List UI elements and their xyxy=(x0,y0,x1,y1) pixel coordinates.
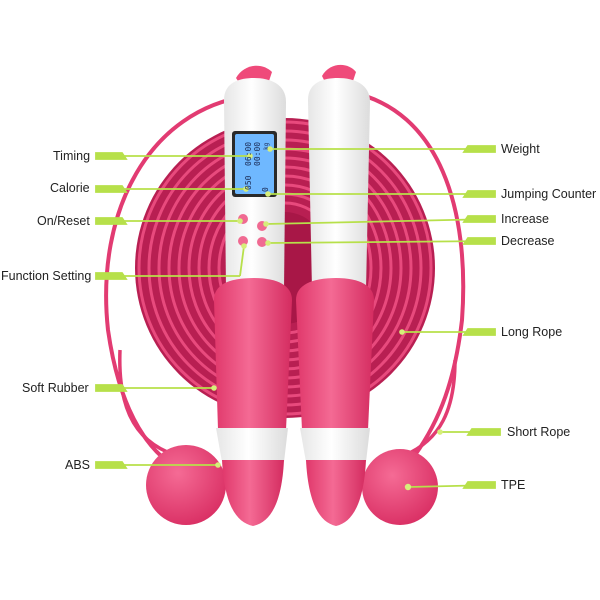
lcd-left-top: 06:00 xyxy=(244,142,253,166)
lcd-left-bottom: 00:00 xyxy=(253,142,262,166)
leader-lines xyxy=(95,145,501,489)
label-long-rope: Long Rope xyxy=(501,325,563,339)
lcd-right-bottom: 0 xyxy=(261,187,270,192)
left-tpe-ball xyxy=(146,445,226,525)
label-weight: Weight xyxy=(501,142,540,156)
label-function-setting: Function Setting xyxy=(1,269,92,283)
lcd-unit: kg xyxy=(263,142,270,150)
right-handle xyxy=(296,64,374,526)
label-increase: Increase xyxy=(501,212,549,226)
right-tpe-ball xyxy=(362,449,438,525)
left-handle xyxy=(214,65,292,526)
label-on-reset: On/Reset xyxy=(37,214,90,228)
function-setting-button[interactable] xyxy=(238,236,248,246)
short-rope xyxy=(118,349,457,457)
label-abs: ABS xyxy=(65,458,91,472)
label-jumping-counter: Jumping Counter xyxy=(501,187,597,201)
label-short-rope: Short Rope xyxy=(507,425,571,439)
lcd-readout: 06:00 00:00 050 kg 0 xyxy=(244,142,270,192)
label-calorie: Calorie xyxy=(50,181,90,195)
label-decrease: Decrease xyxy=(501,234,555,248)
lcd-right-top: 050 xyxy=(244,175,253,190)
label-tpe: TPE xyxy=(501,478,526,492)
decrease-button[interactable] xyxy=(257,237,267,247)
label-timing: Timing xyxy=(53,149,91,163)
leader-endpoints xyxy=(211,146,443,491)
label-soft-rubber: Soft Rubber xyxy=(22,381,89,395)
